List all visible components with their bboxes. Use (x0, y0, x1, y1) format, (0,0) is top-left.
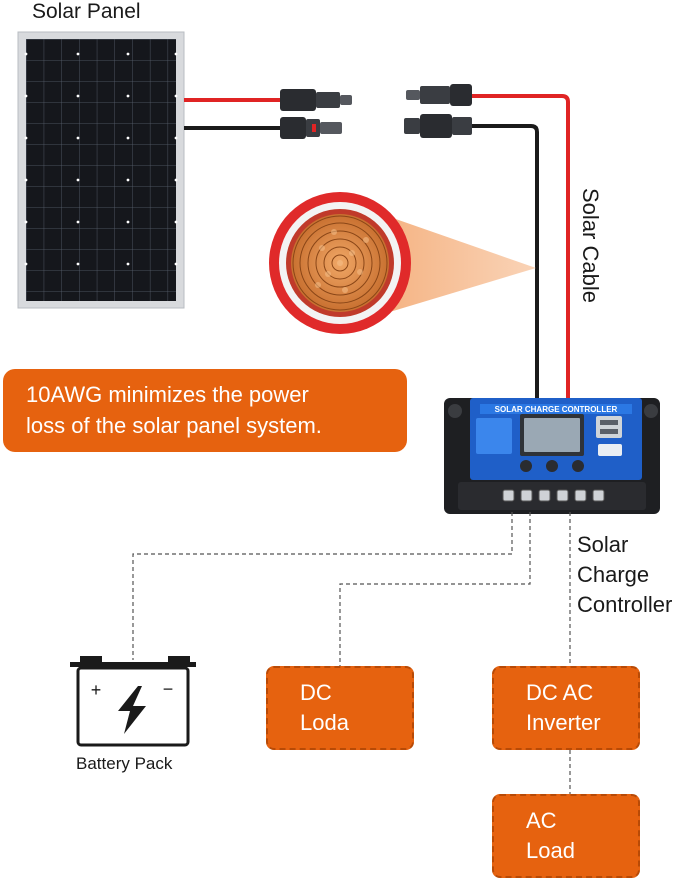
connection-lines (132, 512, 571, 794)
battery-plus: + (91, 680, 102, 700)
callout-10awg: 10AWG minimizes the power loss of the so… (3, 369, 407, 452)
controller-label-line-1: Solar (577, 532, 629, 557)
inverter-line-1: DC AC (526, 680, 594, 705)
controller-label: Solar Charge Controller (577, 530, 672, 620)
solar-cable-runs (472, 94, 570, 404)
dc-load-line-1: DC (300, 680, 332, 705)
battery-minus: − (163, 679, 174, 699)
ac-load-box: AC Load (492, 794, 640, 878)
charge-controller: SOLAR CHARGE CONTROLLER (444, 398, 660, 514)
mc4-connector-right (404, 84, 472, 138)
controller-label-line-2: Charge (577, 562, 650, 587)
ac-load-line-1: AC (526, 808, 557, 833)
ac-load-line-2: Load (526, 838, 575, 863)
battery-icon: + − (70, 656, 196, 747)
controller-title: SOLAR CHARGE CONTROLLER (495, 405, 618, 414)
inverter-box: DC AC Inverter (492, 666, 640, 750)
cable-cross-section (269, 192, 536, 334)
callout-line-1: 10AWG minimizes the power (26, 382, 309, 407)
battery-pack-label: Battery Pack (76, 754, 173, 773)
solar-panel-label: Solar Panel (32, 0, 141, 23)
controller-label-line-3: Controller (577, 592, 673, 617)
callout-line-2: loss of the solar panel system. (26, 413, 322, 438)
dc-load-box: DC Loda (266, 666, 414, 750)
solar-panel (17, 31, 185, 309)
dc-load-line-2: Loda (300, 710, 349, 735)
panel-leads (184, 98, 282, 130)
solar-cable-label: Solar Cable (578, 188, 603, 303)
mc4-connector-left (280, 89, 352, 139)
lightning-icon (118, 686, 146, 734)
inverter-line-2: Inverter (526, 710, 601, 735)
solar-cable-label-wrap: Solar Cable (575, 188, 615, 328)
